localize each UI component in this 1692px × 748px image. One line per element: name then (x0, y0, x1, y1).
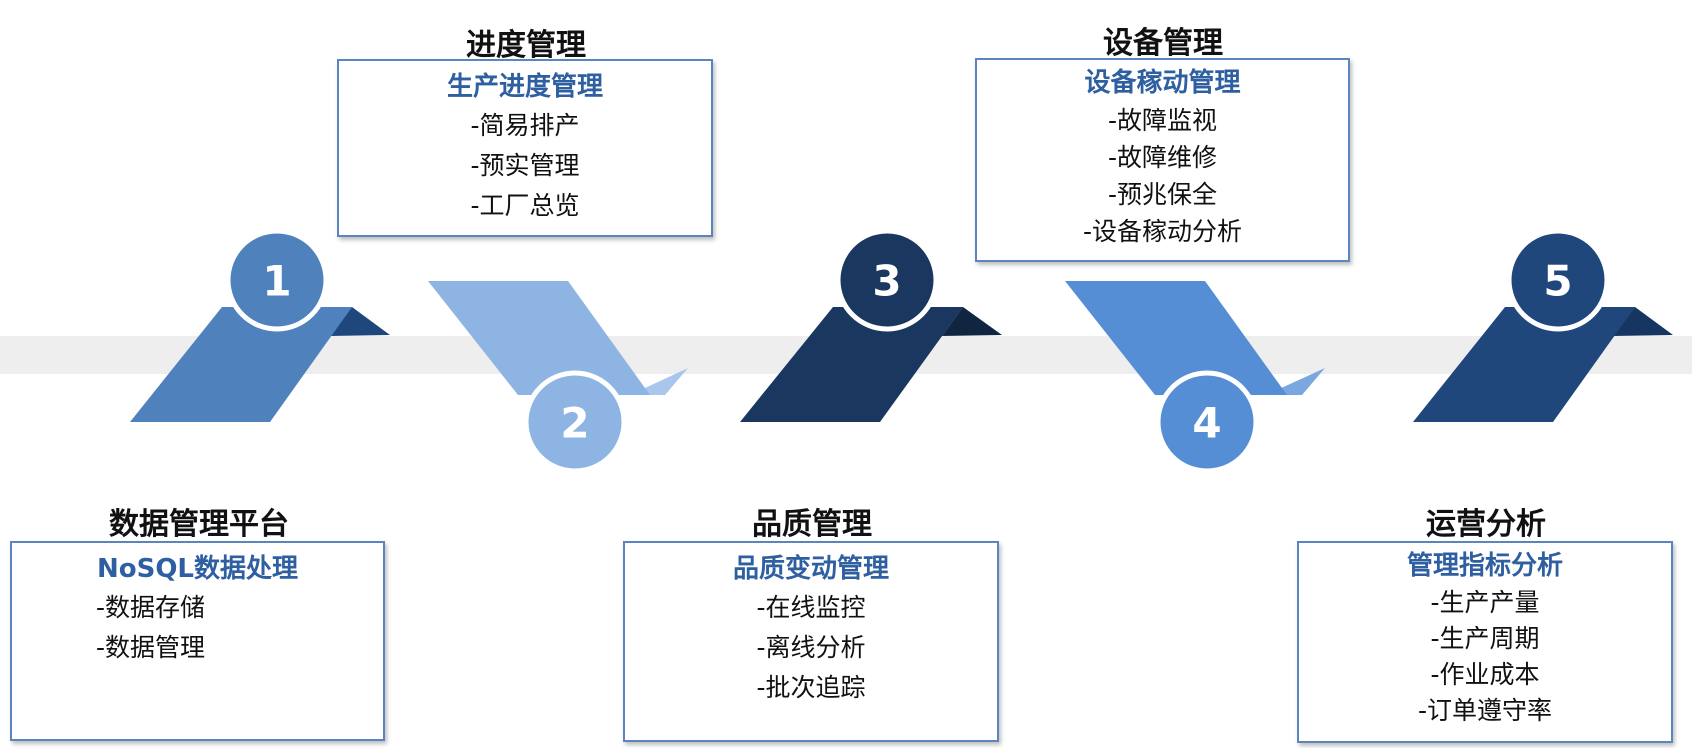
step-1-box: NoSQL数据处理 -数据存储 -数据管理 (10, 541, 385, 741)
step-5-number: 5 (1543, 257, 1572, 306)
step-5-item: -生产产量 (1430, 588, 1540, 617)
step-3-heading: 品质管理 (752, 507, 872, 542)
step-1-item: -数据管理 (96, 633, 206, 662)
step-5-item: -生产周期 (1430, 624, 1540, 653)
step-4-item: -预兆保全 (1107, 180, 1218, 209)
step-4-item: -设备稼动分析 (1082, 217, 1243, 246)
step-4-heading: 设备管理 (1103, 26, 1223, 61)
step-1-parallelogram (130, 307, 352, 422)
step-2-item: -工厂总览 (470, 191, 580, 220)
step-4-number: 4 (1192, 399, 1221, 448)
step-1-circle (225, 228, 329, 332)
step-4-circle (1155, 370, 1259, 474)
step-5-fold (1613, 307, 1673, 336)
step-5-circle (1506, 228, 1610, 332)
step-3-parallelogram (740, 307, 963, 422)
step-2-heading: 进度管理 (466, 28, 586, 63)
step-3-fold (942, 307, 1002, 336)
step-3-item: -在线监控 (756, 593, 866, 622)
step-1-box-title: NoSQL数据处理 (96, 554, 299, 584)
step-2-item: -简易排产 (470, 111, 580, 140)
step-5-item: -订单遵守率 (1417, 696, 1553, 725)
step-4-item: -故障监视 (1107, 106, 1218, 135)
step-2-item: -预实管理 (470, 151, 580, 180)
step-2-number: 2 (560, 399, 589, 448)
step-1-item: -数据存储 (96, 593, 206, 622)
step-3-number: 3 (872, 257, 901, 306)
step-4-box: 设备稼动管理 -故障监视 -故障维修 -预兆保全 -设备稼动分析 (975, 58, 1350, 262)
step-5-heading: 运营分析 (1426, 507, 1546, 542)
step-3-item: -离线分析 (756, 633, 866, 662)
step-3-box: 品质变动管理 -在线监控 -离线分析 -批次追踪 (623, 541, 999, 742)
step-5-parallelogram (1413, 307, 1635, 422)
step-4-parallelogram (1065, 281, 1287, 395)
step-3-item: -批次追踪 (756, 673, 866, 702)
step-1-heading: 数据管理平台 (109, 507, 289, 542)
step-3-box-title: 品质变动管理 (732, 554, 889, 584)
step-2-box-title: 生产进度管理 (446, 72, 603, 102)
step-1-fold (330, 307, 390, 336)
step-2-circle (523, 370, 627, 474)
step-4-item: -故障维修 (1107, 143, 1218, 172)
step-3-circle (835, 228, 939, 332)
step-4-box-title: 设备稼动管理 (1084, 68, 1241, 98)
step-5-box-title: 管理指标分析 (1406, 551, 1563, 581)
step-1-number: 1 (262, 257, 291, 306)
step-5-box: 管理指标分析 -生产产量 -生产周期 -作业成本 -订单遵守率 (1297, 541, 1673, 743)
step-2-parallelogram (428, 281, 650, 395)
step-5-item: -作业成本 (1430, 660, 1540, 689)
step-2-box: 生产进度管理 -简易排产 -预实管理 -工厂总览 (337, 59, 713, 237)
